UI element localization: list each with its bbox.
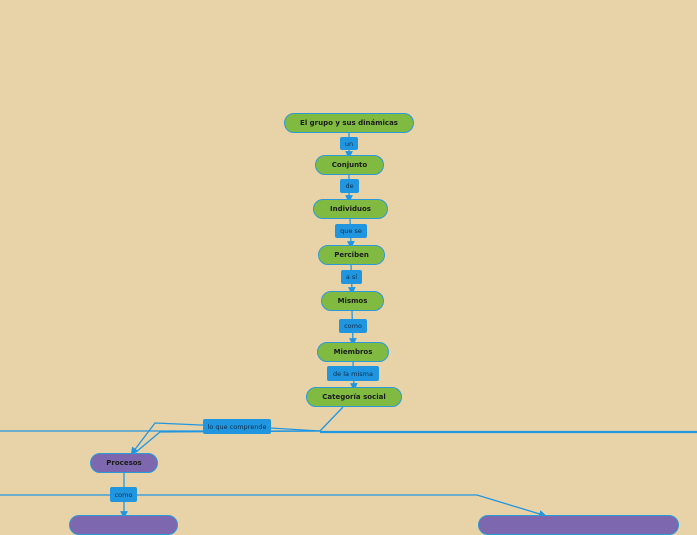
- label-de-la-misma[interactable]: de la misma: [327, 366, 379, 381]
- label-lo-que-comprende[interactable]: lo que comprende: [203, 419, 271, 434]
- label-que-se[interactable]: que se: [335, 224, 367, 238]
- link-como-right: [137, 494, 547, 518]
- node-child-right[interactable]: [478, 515, 679, 535]
- node-categoria-social[interactable]: Categoría social: [306, 387, 402, 407]
- label-un[interactable]: un: [340, 137, 358, 150]
- node-procesos[interactable]: Procesos: [90, 453, 158, 473]
- link-categoria-down: [319, 406, 344, 432]
- label-como-1[interactable]: como: [339, 319, 367, 333]
- node-child-left[interactable]: [69, 515, 178, 535]
- node-mismos[interactable]: Mismos: [321, 291, 384, 311]
- node-root[interactable]: El grupo y sus dinámicas: [284, 113, 414, 133]
- label-a-si[interactable]: a sí: [341, 270, 362, 284]
- label-como-2[interactable]: como: [110, 487, 137, 502]
- node-miembros[interactable]: Miembros: [317, 342, 389, 362]
- node-individuos[interactable]: Individuos: [313, 199, 388, 219]
- node-perciben[interactable]: Perciben: [318, 245, 385, 265]
- node-conjunto[interactable]: Conjunto: [315, 155, 384, 175]
- label-de[interactable]: de: [340, 179, 359, 193]
- link-comprende-left2: [135, 430, 321, 453]
